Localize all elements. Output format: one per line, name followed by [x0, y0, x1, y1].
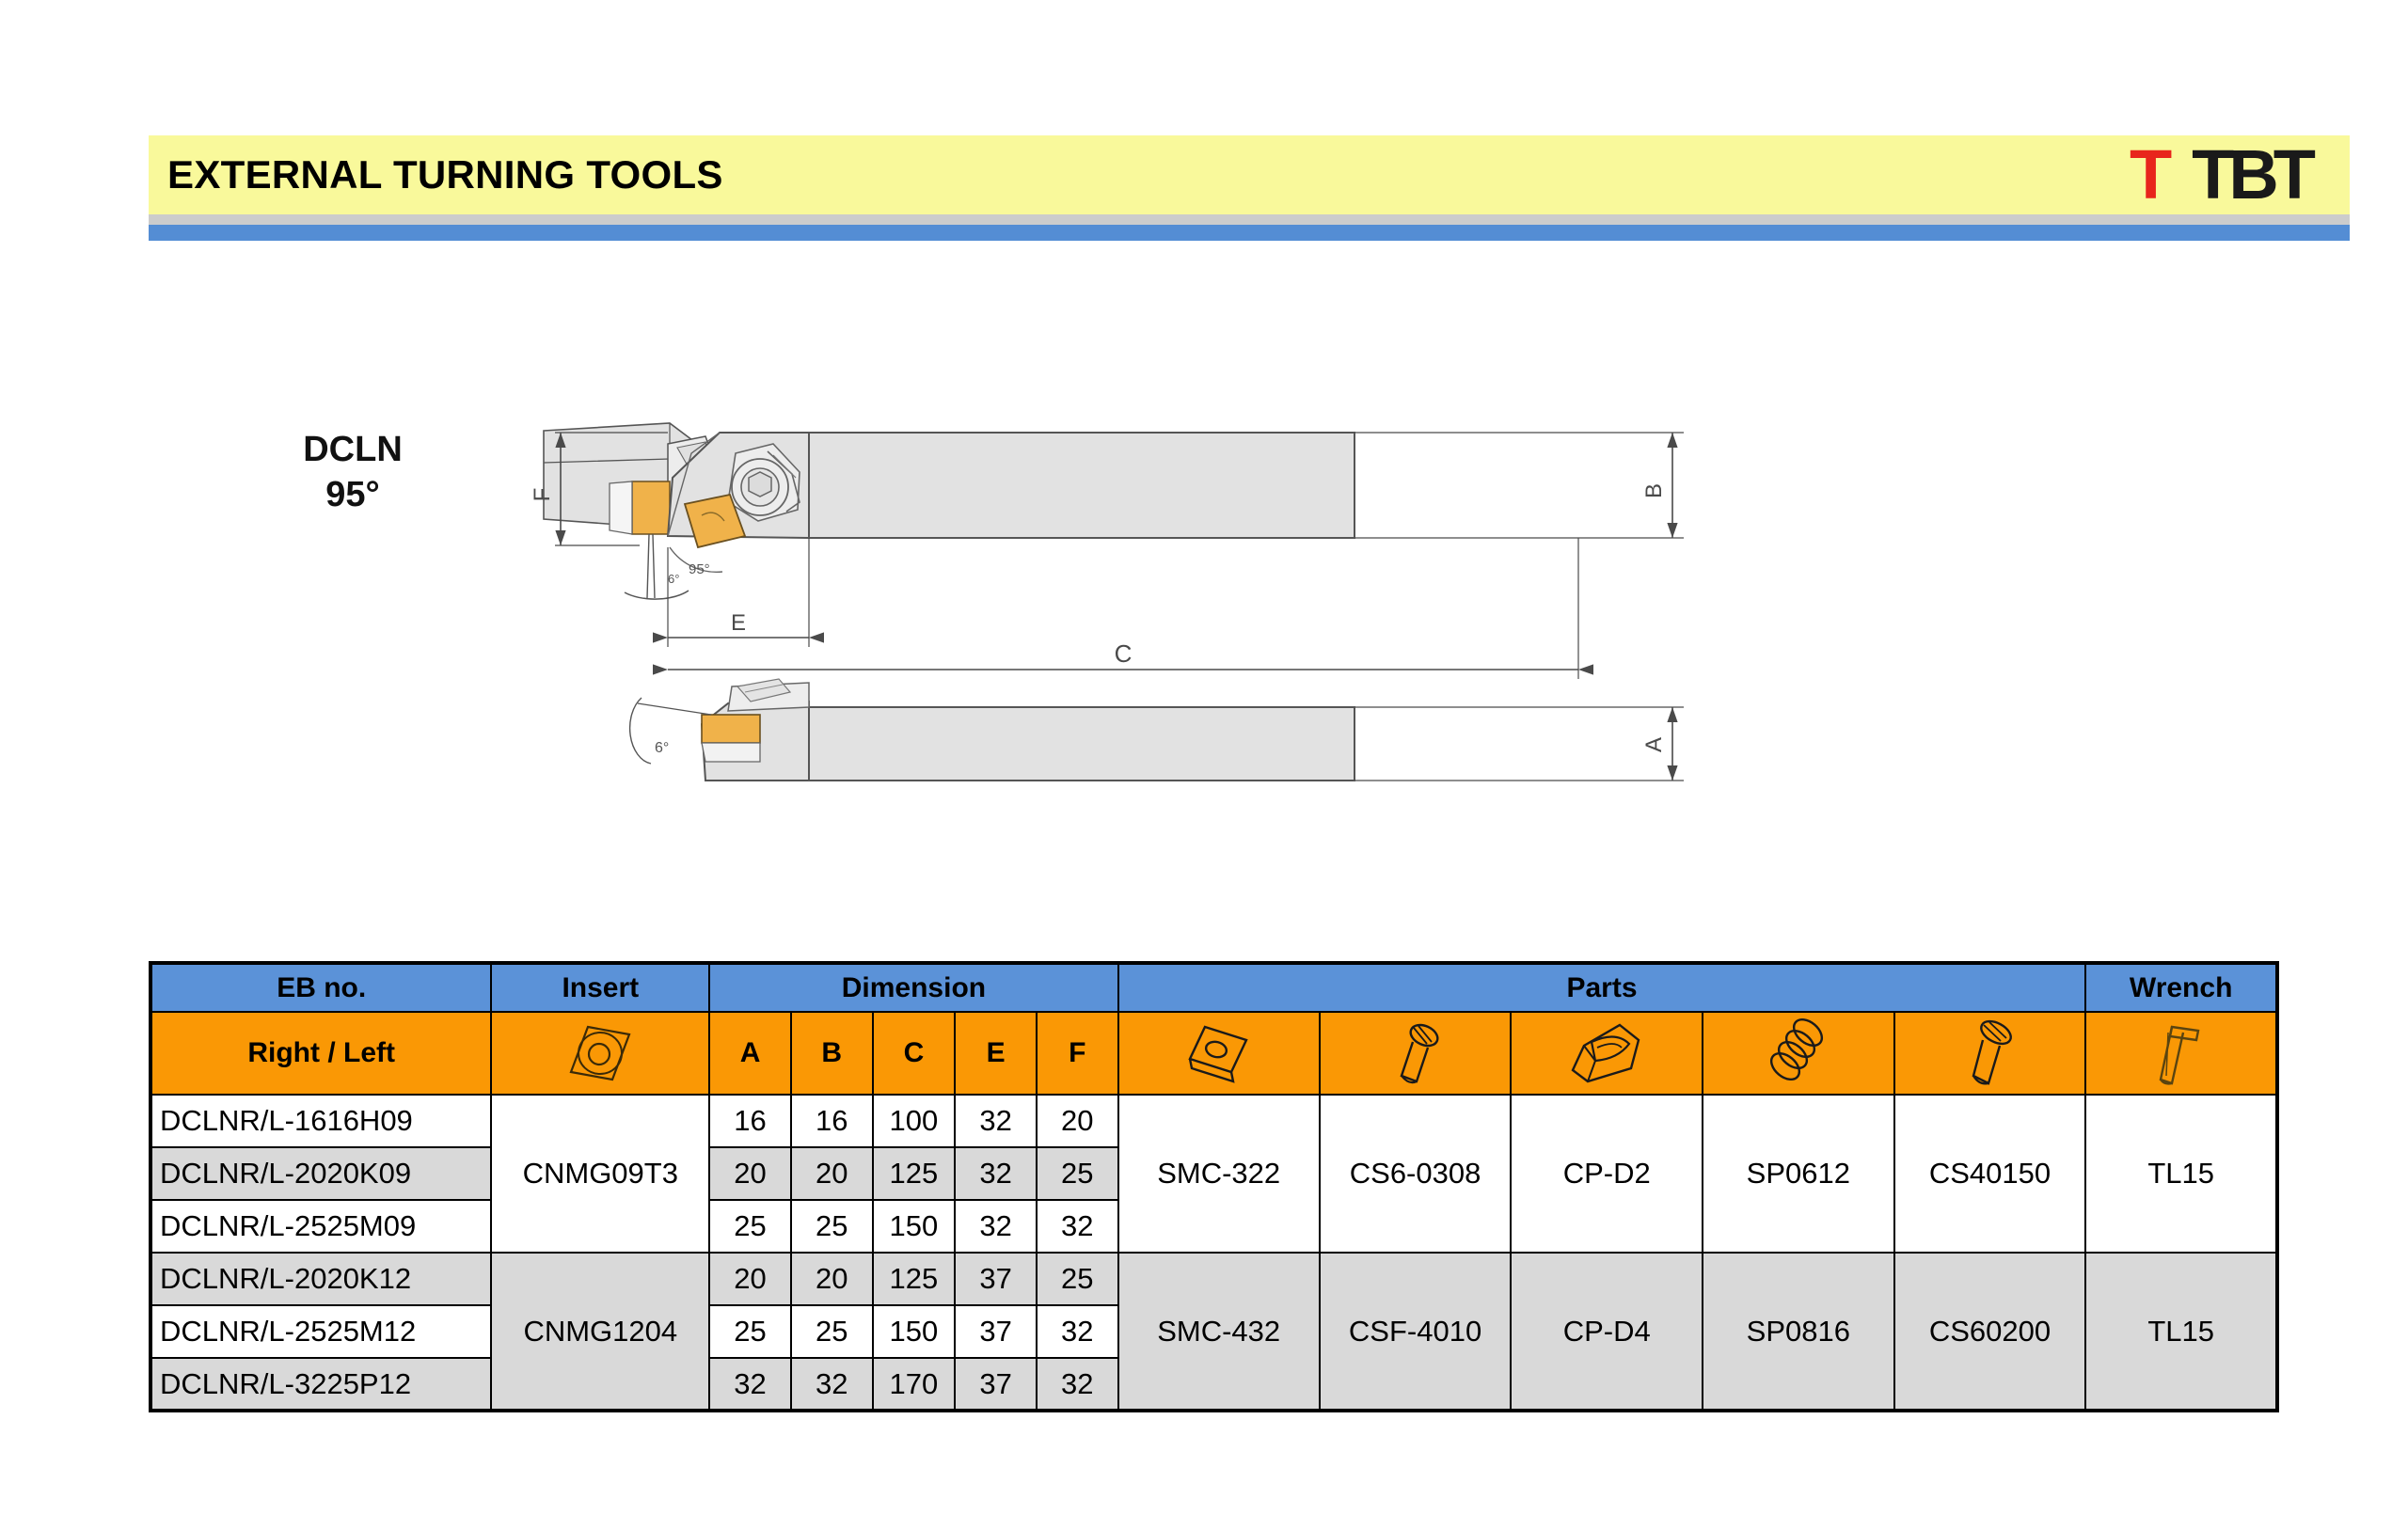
cell-dim-a: 32 [708, 1357, 792, 1412]
spring-icon [1702, 1011, 1895, 1096]
header-wrench: Wrench [2084, 962, 2278, 1013]
cell-dim-a: 20 [708, 1146, 792, 1201]
angle-6-label-side: 6° [655, 740, 669, 756]
top-view-drawing: 95° F B E C [530, 432, 1684, 679]
cell-dim-a: 16 [708, 1094, 792, 1148]
dimension-label-b: B [1641, 483, 1667, 498]
clamp-icon [1510, 1011, 1704, 1096]
logo-text-red-t: T [2130, 135, 2173, 213]
cell-dim-f: 25 [1035, 1252, 1119, 1306]
cell-dim-b: 25 [789, 1304, 874, 1359]
cell-dim-f: 32 [1035, 1199, 1119, 1254]
dimension-label-a: A [1641, 737, 1667, 752]
cell-shim-seat: SMC-432 [1117, 1252, 1321, 1412]
cell-dim-e: 32 [954, 1094, 1038, 1148]
subheader-dim-b: B [789, 1011, 874, 1096]
cell-eb-no: DCLNR/L-2020K09 [149, 1146, 493, 1201]
cell-dim-a: 25 [708, 1199, 792, 1254]
cell-clamp-screw: CS60200 [1893, 1252, 2087, 1412]
side-view-drawing: 6° A [628, 678, 1684, 781]
cell-dim-a: 20 [708, 1252, 792, 1306]
table-row[interactable]: DCLNR/L-1616H09 CNMG09T3 16 16 100 32 20… [149, 1094, 2278, 1254]
header-dimension: Dimension [708, 962, 1119, 1013]
model-angle: 95° [325, 474, 380, 514]
cell-dim-c: 100 [871, 1094, 957, 1148]
cell-dim-c: 125 [871, 1146, 957, 1201]
table-row[interactable]: DCLNR/L-2020K12 CNMG1204 20 20 125 37 25… [149, 1252, 2278, 1412]
cell-dim-b: 16 [789, 1094, 874, 1148]
cell-dim-f: 32 [1035, 1304, 1119, 1359]
cell-dim-e: 32 [954, 1199, 1038, 1254]
cell-eb-no: DCLNR/L-3225P12 [149, 1357, 493, 1412]
cell-clamp-screw: CS40150 [1893, 1094, 2087, 1254]
tbt-logo: TBT T [2122, 140, 2316, 210]
subheader-dim-f: F [1035, 1011, 1119, 1096]
cell-dim-f: 20 [1035, 1094, 1119, 1148]
cell-wrench: TL15 [2084, 1094, 2278, 1254]
dimension-label-e: E [731, 610, 746, 636]
cell-eb-no: DCLNR/L-2525M09 [149, 1199, 493, 1254]
angle-95-label: 95° [689, 561, 710, 577]
tool-model-label: DCLN 95° [254, 428, 452, 517]
specification-table: EB no. Insert Dimension Parts Wrench Rig… [149, 961, 2279, 1412]
cell-insert: CNMG1204 [490, 1252, 711, 1412]
cell-wrench: TL15 [2084, 1252, 2278, 1412]
cell-eb-no: DCLNR/L-2020K12 [149, 1252, 493, 1306]
cell-spring: SP0612 [1702, 1094, 1895, 1254]
cell-dim-c: 150 [871, 1304, 957, 1359]
model-name: DCLN [303, 430, 403, 469]
dimension-label-f: F [530, 488, 555, 502]
table-group-header-row: EB no. Insert Dimension Parts Wrench [149, 962, 2278, 1013]
cell-dim-f: 25 [1035, 1146, 1119, 1201]
cell-dim-b: 25 [789, 1199, 874, 1254]
cell-dim-c: 150 [871, 1199, 957, 1254]
table-body: DCLNR/L-1616H09 CNMG09T3 16 16 100 32 20… [149, 1094, 2278, 1412]
cell-dim-c: 170 [871, 1357, 957, 1412]
cell-dim-e: 37 [954, 1304, 1038, 1359]
cell-shim-screw: CS6-0308 [1318, 1094, 1513, 1254]
shim-screw-icon [1318, 1011, 1513, 1096]
cell-dim-c: 125 [871, 1252, 957, 1306]
page-title: EXTERNAL TURNING TOOLS [167, 152, 723, 197]
technical-drawings: 6° 95° [527, 404, 1844, 804]
rhombic-insert-icon [490, 1011, 711, 1096]
cell-dim-e: 37 [954, 1252, 1038, 1306]
logo-text-black: TBT [2192, 135, 2316, 213]
page-header-banner: EXTERNAL TURNING TOOLS TBT T [149, 135, 2350, 214]
cell-dim-b: 20 [789, 1146, 874, 1201]
cell-eb-no: DCLNR/L-1616H09 [149, 1094, 493, 1148]
subheader-dim-e: E [954, 1011, 1038, 1096]
header-divider-gray [149, 214, 2350, 225]
cell-insert: CNMG09T3 [490, 1094, 711, 1254]
cell-dim-b: 20 [789, 1252, 874, 1306]
cell-clamp: CP-D4 [1510, 1252, 1704, 1412]
subheader-dim-c: C [871, 1011, 957, 1096]
shim-seat-icon [1117, 1011, 1321, 1096]
cell-clamp: CP-D2 [1510, 1094, 1704, 1254]
cell-dim-e: 37 [954, 1357, 1038, 1412]
header-insert: Insert [490, 962, 711, 1013]
table-sub-header-row: Right / Left A B C E F [149, 1011, 2278, 1096]
cell-eb-no: DCLNR/L-2525M12 [149, 1304, 493, 1359]
cell-shim-seat: SMC-322 [1117, 1094, 1321, 1254]
subheader-right-left: Right / Left [149, 1011, 493, 1096]
clamp-screw-icon [1893, 1011, 2087, 1096]
header-divider-blue [149, 225, 2350, 241]
cell-spring: SP0816 [1702, 1252, 1895, 1412]
header-parts: Parts [1117, 962, 2087, 1013]
cell-dim-e: 32 [954, 1146, 1038, 1201]
cell-dim-f: 32 [1035, 1357, 1119, 1412]
cell-dim-b: 32 [789, 1357, 874, 1412]
header-eb-no: EB no. [149, 962, 493, 1013]
hex-key-wrench-icon [2084, 1011, 2278, 1096]
angle-6-label-iso: 6° [668, 572, 679, 586]
cell-shim-screw: CSF-4010 [1318, 1252, 1513, 1412]
subheader-dim-a: A [708, 1011, 792, 1096]
tool-drawing-svg: 6° 95° [530, 422, 1684, 781]
dimension-label-c: C [1115, 639, 1133, 668]
cell-dim-a: 25 [708, 1304, 792, 1359]
